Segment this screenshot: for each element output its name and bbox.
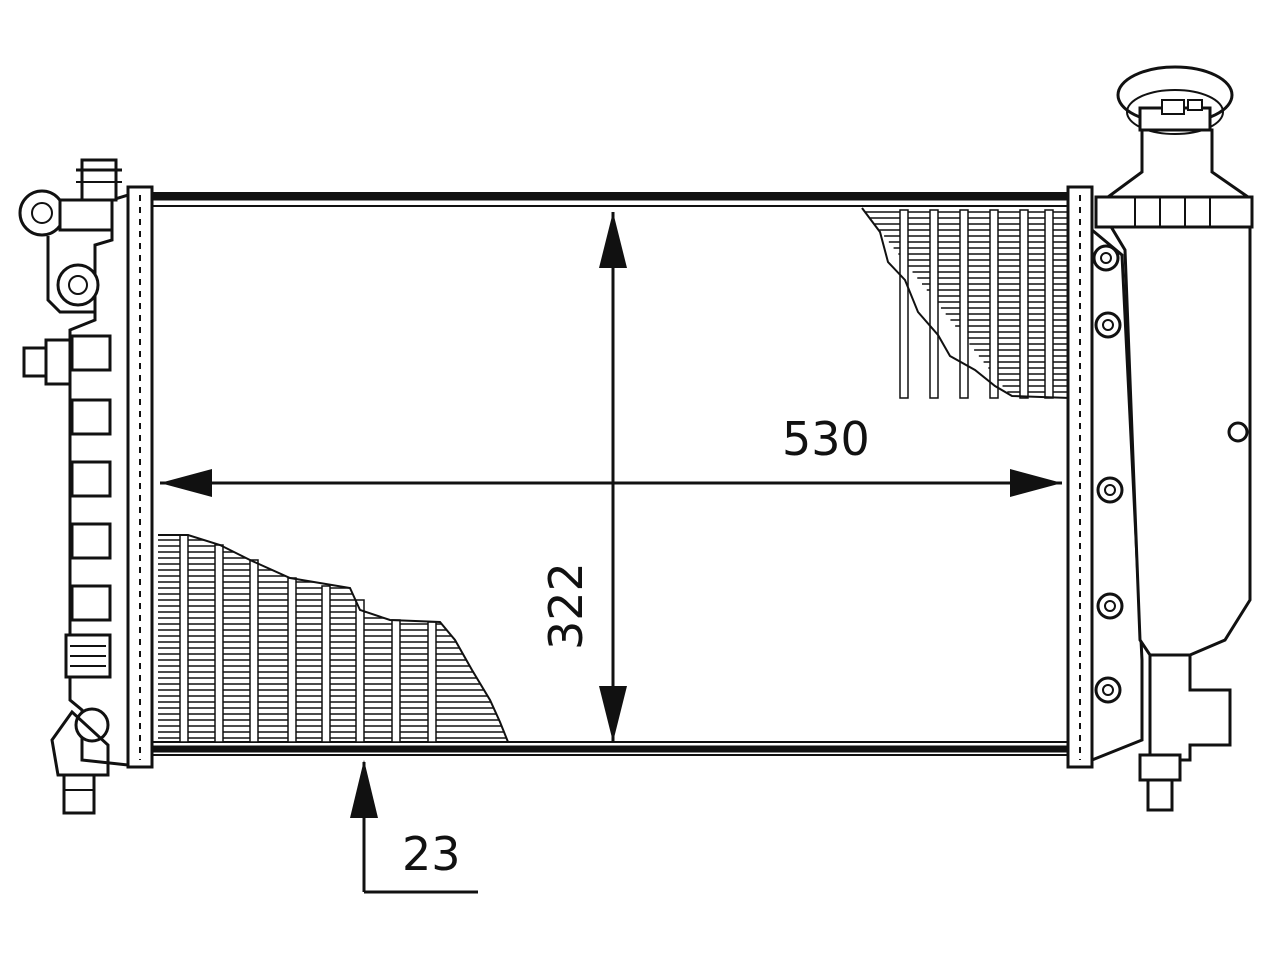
tube-line bbox=[249, 559, 259, 743]
tube-line bbox=[1044, 209, 1054, 399]
tank-boss-hole bbox=[1100, 252, 1112, 264]
left-filler-port bbox=[18, 189, 66, 237]
tank-boss bbox=[1092, 244, 1120, 272]
tube-line bbox=[287, 577, 297, 743]
right-tank bbox=[1066, 65, 1254, 812]
fin-lines-bottom-left bbox=[158, 534, 507, 743]
left-outlet-port bbox=[74, 707, 110, 743]
tube-line bbox=[959, 209, 969, 399]
depth-label: 23 bbox=[402, 827, 461, 881]
width-arrow-right bbox=[1010, 469, 1062, 497]
cutaway-edge-top-right bbox=[861, 207, 1071, 399]
depth-dimension: 23 bbox=[350, 760, 478, 894]
tank-rib bbox=[70, 398, 112, 436]
tube-line bbox=[355, 599, 365, 743]
width-dimension: 530 bbox=[160, 412, 1062, 497]
tube-line bbox=[427, 621, 437, 743]
width-label: 530 bbox=[782, 412, 870, 466]
left-tank bbox=[18, 158, 154, 815]
tube-line bbox=[1019, 209, 1029, 399]
height-label: 322 bbox=[539, 562, 593, 650]
right-tank-bosses bbox=[1092, 244, 1124, 704]
expansion-tank-collar bbox=[1094, 195, 1254, 229]
fin-cutaway-bottom-left bbox=[158, 534, 509, 743]
radiator-core bbox=[149, 192, 1071, 756]
fin-cutaway-top-right bbox=[861, 207, 1071, 399]
tank-boss bbox=[1096, 592, 1124, 620]
tube-line bbox=[214, 544, 224, 743]
left-mounting-pin bbox=[22, 346, 48, 378]
height-dimension: 322 bbox=[539, 212, 627, 742]
tank-rib bbox=[70, 334, 112, 372]
tube-line bbox=[929, 209, 939, 399]
expansion-tank bbox=[1107, 223, 1252, 657]
tank-boss bbox=[1094, 676, 1122, 704]
right-outlet bbox=[1148, 653, 1232, 762]
left-outlet-stub bbox=[62, 773, 96, 815]
cutaway-edge-bottom-left bbox=[158, 534, 509, 743]
tank-rib bbox=[70, 584, 112, 622]
height-arrow-top bbox=[599, 212, 627, 268]
tube-line bbox=[899, 209, 909, 399]
left-bolt-boss bbox=[56, 263, 100, 307]
core-frame bbox=[149, 192, 1071, 756]
tank-boss-hole bbox=[1104, 484, 1116, 496]
tube-line bbox=[391, 619, 401, 743]
right-drain-stub bbox=[1138, 753, 1182, 782]
fin-lines-top-right bbox=[865, 209, 1068, 399]
tank-boss bbox=[1094, 311, 1122, 339]
tank-boss bbox=[1096, 476, 1124, 504]
width-arrow-left bbox=[160, 469, 212, 497]
tube-line bbox=[989, 209, 999, 399]
level-sensor bbox=[1227, 421, 1249, 443]
tube-line bbox=[179, 534, 189, 743]
tank-boss-hole bbox=[1102, 684, 1114, 696]
tank-rib bbox=[70, 522, 112, 560]
tube-line bbox=[321, 585, 331, 743]
tank-rib bbox=[70, 460, 112, 498]
depth-arrow bbox=[350, 760, 378, 818]
left-tank-ribs bbox=[70, 334, 112, 622]
height-arrow-bottom bbox=[599, 686, 627, 742]
tank-boss-hole bbox=[1102, 319, 1114, 331]
tank-boss-hole bbox=[1104, 600, 1116, 612]
